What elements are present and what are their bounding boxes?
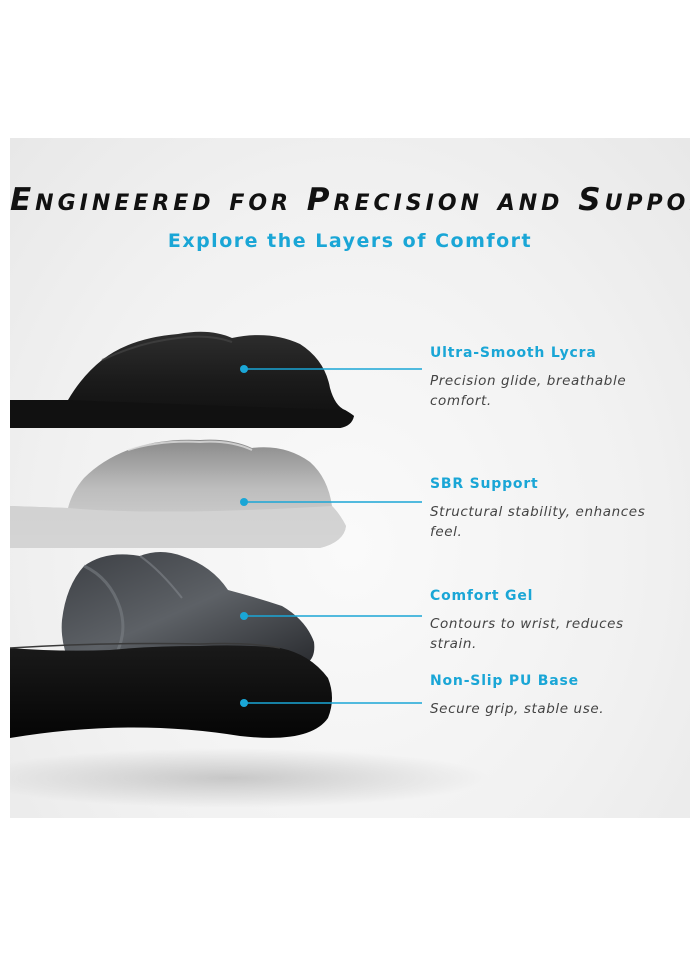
- lycra-layer-shape: [10, 331, 354, 428]
- product-infographic: Engineered for Precision and Support Exp…: [10, 138, 690, 818]
- layer-label-base: Non-Slip PU Base Secure grip, stable use…: [430, 673, 680, 719]
- layer-title: Ultra-Smooth Lycra: [430, 345, 597, 361]
- layer-description: Precision glide, breathable comfort.: [430, 373, 627, 409]
- layer-title: Comfort Gel: [430, 588, 534, 604]
- layer-description: Contours to wrist, reduces strain.: [430, 616, 624, 652]
- callout-lycra: [240, 365, 422, 373]
- subheadline: Explore the Layers of Comfort: [167, 230, 533, 252]
- layer-title: Non-Slip PU Base: [430, 673, 579, 689]
- layer-label-sbr: SBR Support Structural stability, enhanc…: [430, 476, 680, 542]
- layer-label-lycra: Ultra-Smooth Lycra Precision glide, brea…: [430, 345, 680, 411]
- callout-base: [240, 699, 422, 707]
- base-layer-shape: [10, 642, 490, 808]
- layer-label-gel: Comfort Gel Contours to wrist, reduces s…: [430, 588, 680, 654]
- sbr-layer-shape: [10, 439, 346, 548]
- callout-sbr: [240, 498, 422, 506]
- wrist-rest-layers-illustration: [10, 331, 490, 808]
- layer-description: Structural stability, enhances feel.: [430, 504, 646, 540]
- layer-title: SBR Support: [430, 476, 539, 492]
- headline: Engineered for Precision and Support: [10, 182, 690, 218]
- layer-description: Secure grip, stable use.: [430, 701, 605, 717]
- callout-gel: [240, 612, 422, 620]
